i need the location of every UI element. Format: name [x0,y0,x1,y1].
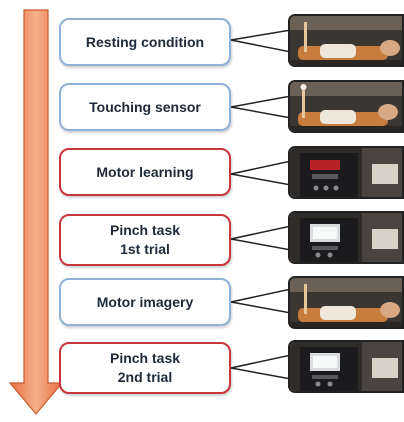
arm-resting-photo [288,14,404,67]
connector-1 [230,29,292,53]
step-label: Motor learning [96,163,194,180]
device-display-photo [288,211,404,264]
step-label: Resting condition [85,33,205,50]
step-label: Motor imagery [96,293,194,310]
step-motor-imagery: Motor imagery [59,278,231,326]
step-label: Touching sensor [89,98,201,115]
step-pinch-task-2: Pinch task 2nd trial [59,342,231,394]
step-label: Pinch task 2nd trial [109,350,181,385]
device-display-photo [288,340,404,393]
connector-5 [230,288,292,314]
step-motor-learning: Motor learning [59,148,231,196]
step-pinch-task-1: Pinch task 1st trial [59,214,231,266]
connector-4 [230,225,292,251]
connector-6 [230,354,292,380]
arm-touching-sensor-photo [288,80,404,133]
step-resting-condition: Resting condition [59,18,231,66]
step-touching-sensor: Touching sensor [59,83,231,131]
timeline-arrow [8,9,64,415]
connector-2 [230,95,292,119]
arm-resting-photo [288,276,404,329]
connector-3 [230,160,292,186]
step-label: Pinch task 1st trial [109,222,181,257]
device-display-photo [288,146,404,199]
